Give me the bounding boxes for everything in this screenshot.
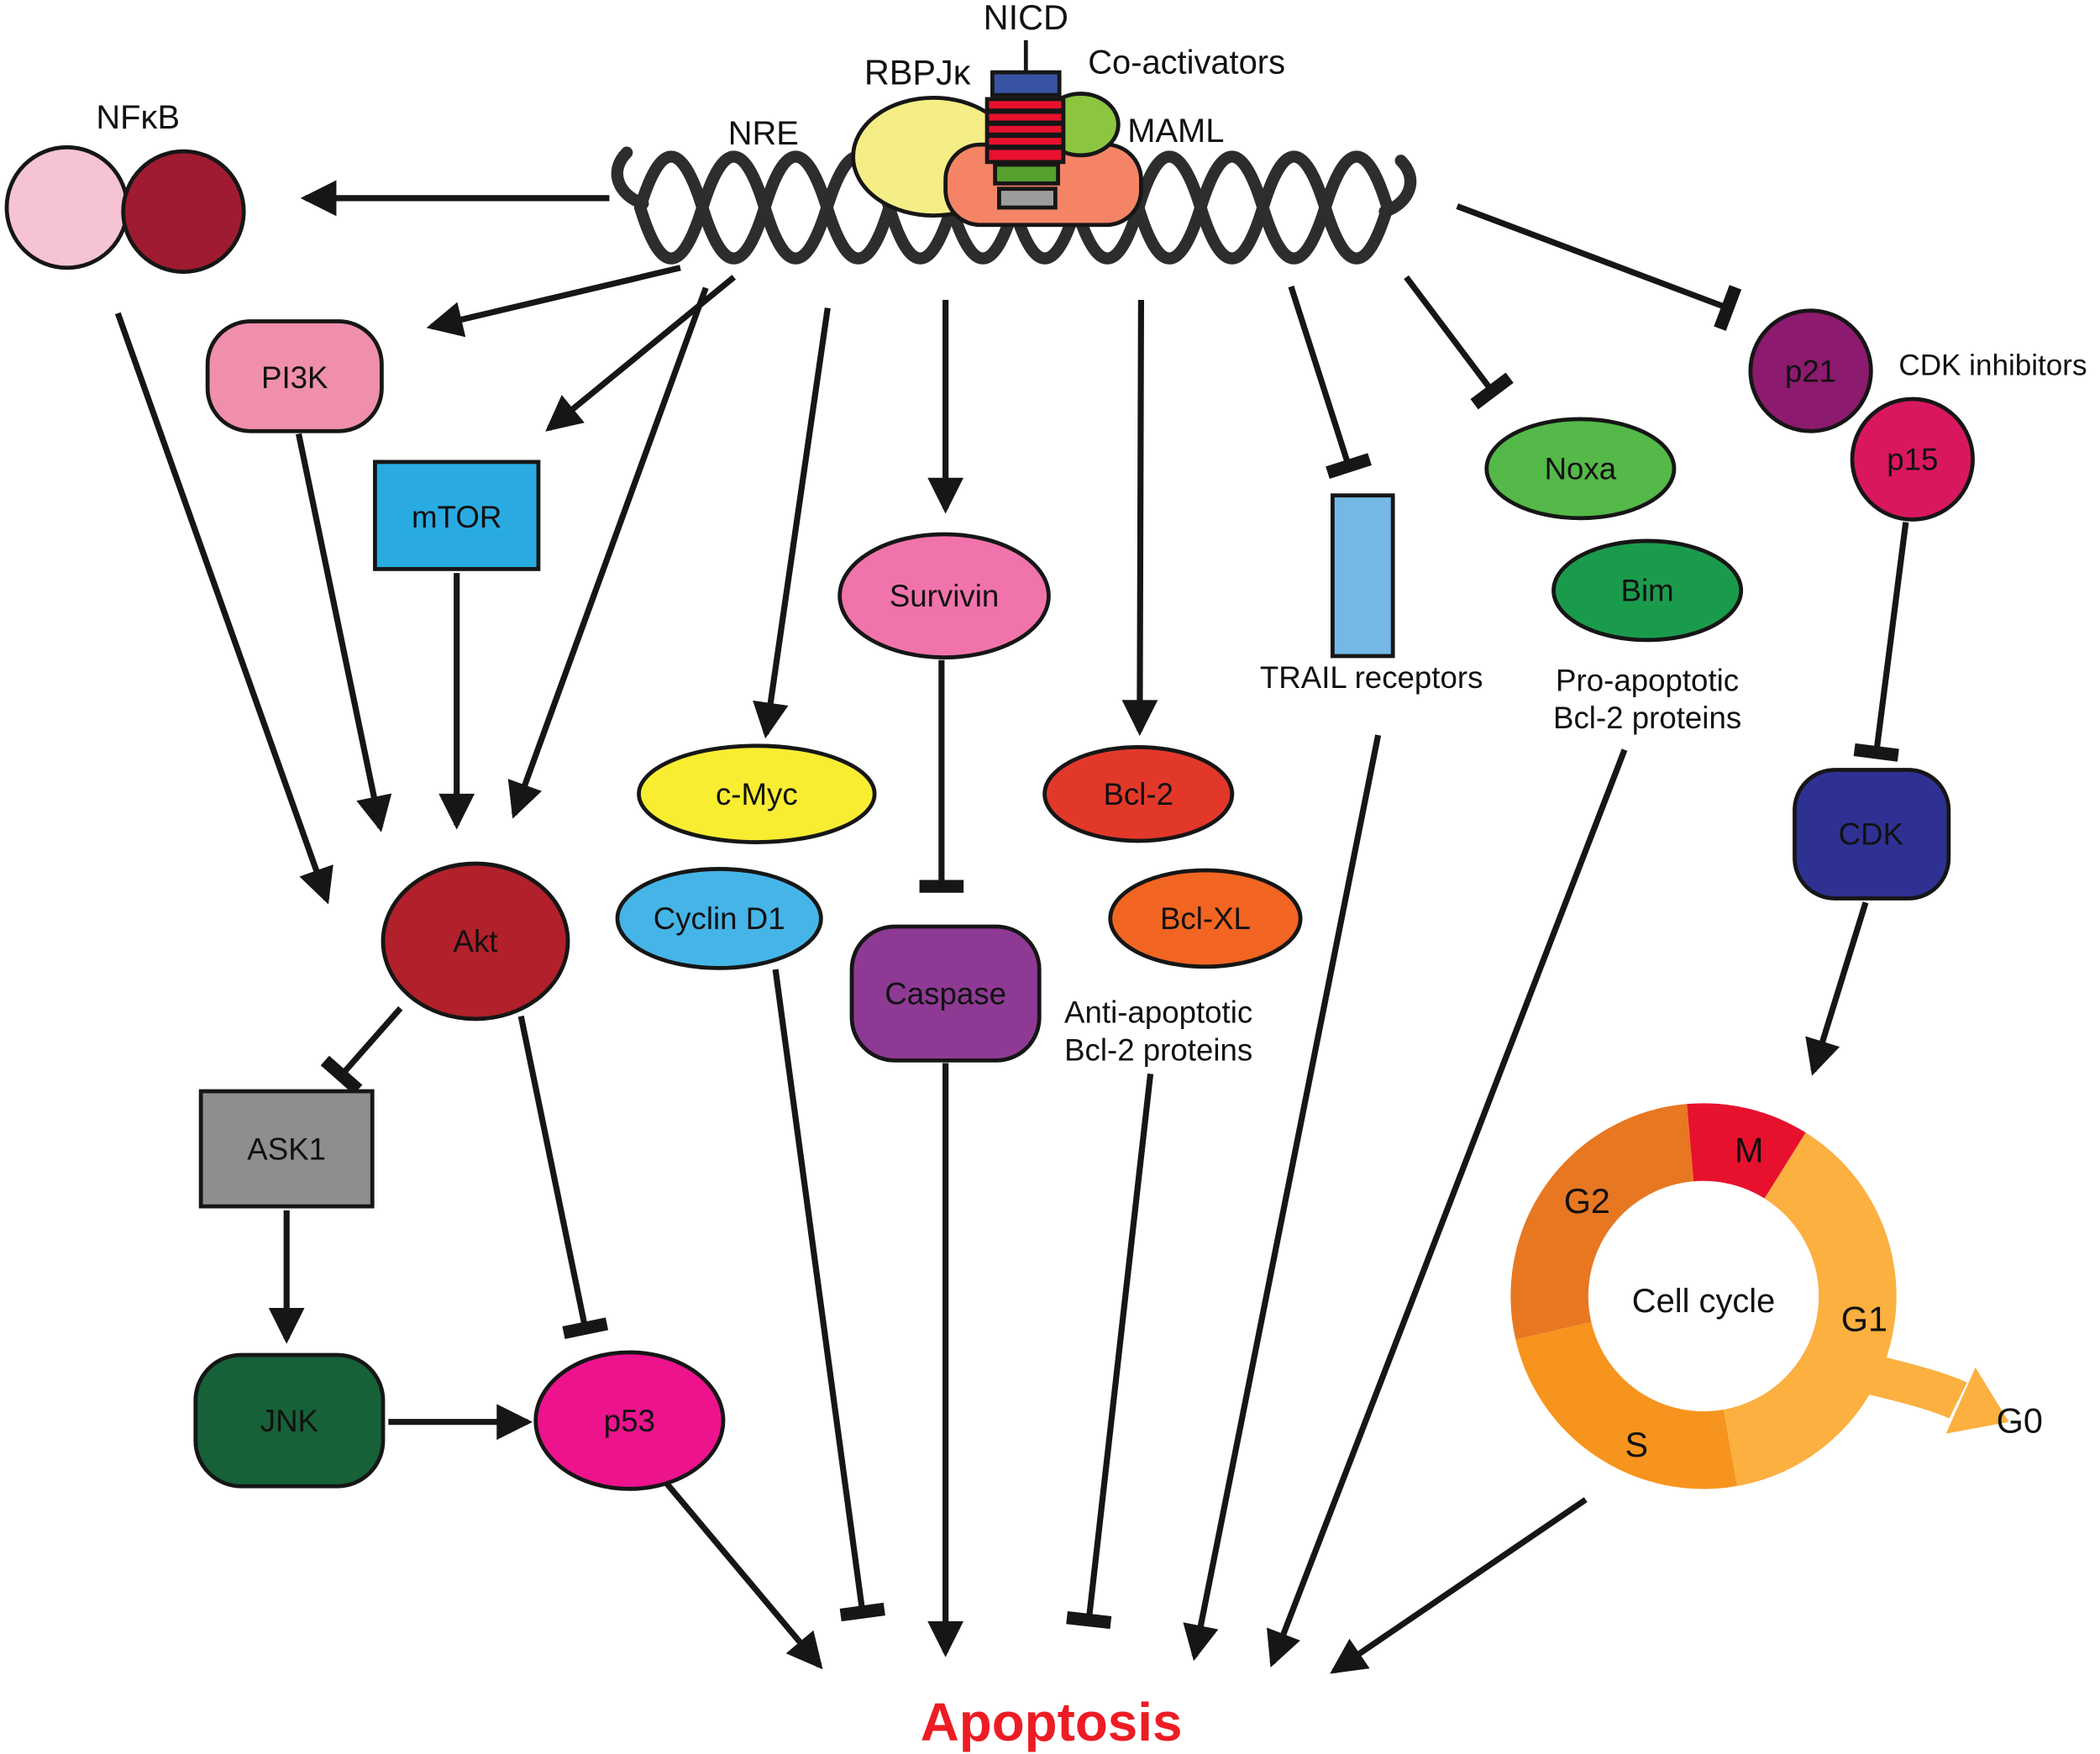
cdk-label: CDK — [1839, 817, 1904, 852]
dna-curl-left-icon — [611, 146, 649, 210]
arrow-nfkb-to-akt — [114, 312, 333, 905]
caspase-node: Caspase — [849, 924, 1042, 1063]
p15-label: p15 — [1887, 442, 1938, 476]
inhibit-akt-to-ask1 — [320, 1006, 403, 1095]
connectors — [114, 180, 1909, 1674]
cell-cycle-phase-g1: G1 — [1841, 1299, 1887, 1338]
trail-receptors-label: TRAIL receptors — [1260, 660, 1483, 695]
arrow-cellcycle-to-apoptosis — [1330, 1497, 1588, 1674]
arrow-dna-to-cmyc — [753, 307, 831, 739]
nicd-label: NICD — [984, 0, 1068, 37]
arrow-dna-to-pi3k — [426, 265, 681, 338]
ask1-node: ASK1 — [198, 1089, 375, 1209]
inhibit-p15-to-cdk — [1853, 522, 1909, 762]
caspase-label: Caspase — [885, 976, 1006, 1011]
bim-node: Bim — [1551, 538, 1744, 643]
trail-receptors-node: TRAIL receptors — [1260, 493, 1483, 695]
cell-cycle-phase-m: M — [1735, 1131, 1764, 1170]
p15-node: p15 — [1850, 396, 1975, 522]
p53-label: p53 — [604, 1404, 655, 1438]
arrow-dna-to-mtor — [545, 275, 736, 432]
cell-cycle-phase-g2: G2 — [1564, 1181, 1610, 1221]
inhibit-dna-to-noxa — [1404, 275, 1514, 410]
nre-label: NRE — [728, 115, 799, 152]
cyclin-d1-node: Cyclin D1 — [615, 867, 823, 970]
arrow-dna-to-bcl2 — [1121, 300, 1158, 737]
survivin-label: Survivin — [890, 579, 999, 613]
nicd-gray-segment — [997, 186, 1058, 210]
cell-cycle-phase-s: S — [1625, 1425, 1649, 1464]
arrow-dna-to-akt — [507, 286, 709, 819]
arrow-pi3k-to-akt — [296, 433, 392, 832]
arrow-proapoptotic-to-apoptosis — [1267, 748, 1628, 1668]
co-activators-label: Co-activators — [1088, 45, 1285, 81]
pro-apoptotic-caption-line1: Pro-apoptotic — [1556, 663, 1739, 697]
survivin-node: Survivin — [837, 532, 1051, 659]
bcl-xl-label: Bcl-XL — [1160, 901, 1251, 936]
transcription-complex: NICD RBPJκ Co-activators NRE MAML — [728, 0, 1285, 228]
akt-label: Akt — [454, 924, 498, 958]
anti-apoptotic-caption-line2: Bcl-2 proteins — [1064, 1032, 1252, 1067]
arrow-p53-to-apoptosis — [663, 1480, 823, 1670]
nfkb-subunit-dark-shape — [121, 149, 246, 274]
c-myc-node: c-Myc — [637, 743, 877, 844]
cell-cycle-diagram: Cell cycle M G2 G1 S G0 — [1510, 1103, 2043, 1489]
arrow-trail-to-apoptosis — [1183, 734, 1382, 1662]
jnk-label: JNK — [260, 1404, 319, 1438]
jnk-node: JNK — [193, 1352, 386, 1489]
inhibit-antiapoptotic-to-apoptosis — [1066, 1073, 1154, 1630]
inhibit-akt-to-p53 — [517, 1016, 609, 1339]
noxa-label: Noxa — [1545, 452, 1617, 486]
cell-cycle-phase-g0: G0 — [1997, 1400, 2043, 1440]
pro-apoptotic-caption: Pro-apoptotic Bcl-2 proteins — [1553, 663, 1741, 735]
cyclin-d1-label: Cyclin D1 — [654, 901, 785, 936]
dna-curl-right-icon — [1378, 155, 1417, 218]
g0-exit-arrow-tail — [1828, 1346, 1967, 1419]
g0-exit-arrow-head — [1945, 1367, 2009, 1434]
bim-label: Bim — [1621, 574, 1674, 608]
mtor-label: mTOR — [412, 500, 501, 534]
anti-apoptotic-caption-line1: Anti-apoptotic — [1064, 995, 1252, 1030]
mtor-node: mTOR — [373, 460, 541, 571]
maml-label: MAML — [1127, 113, 1224, 150]
cell-cycle-segment-s — [1515, 1321, 1737, 1489]
c-myc-label: c-Myc — [716, 777, 798, 811]
pi3k-node: PI3K — [205, 319, 384, 433]
p21-node: p21 — [1748, 308, 1873, 433]
noxa-node: Noxa — [1484, 417, 1677, 521]
cell-cycle-title: Cell cycle — [1632, 1283, 1776, 1320]
p53-node: p53 — [533, 1350, 726, 1491]
arrow-cdk-to-cellcycle — [1805, 901, 1869, 1076]
nfkb-label: NFκB — [96, 99, 180, 136]
pi3k-label: PI3K — [261, 360, 328, 395]
ask1-label: ASK1 — [247, 1132, 326, 1166]
bcl-xl-node: Bcl-XL — [1108, 868, 1303, 969]
bcl2-label: Bcl-2 — [1103, 777, 1173, 811]
p21-label: p21 — [1785, 354, 1836, 388]
cdk-inhibitors-label: CDK inhibitors — [1898, 349, 2087, 381]
apoptosis-label: Apoptosis — [921, 1692, 1183, 1752]
bcl2-node: Bcl-2 — [1042, 745, 1235, 843]
rbpjk-label: RBPJκ — [864, 52, 971, 92]
cell-cycle-segment-g2 — [1510, 1104, 1695, 1340]
nicd-green-segment — [993, 162, 1060, 186]
nfkb-subunit-light-shape — [4, 144, 129, 270]
akt-node: Akt — [381, 861, 570, 1021]
inhibit-cyclind1-to-apoptosis — [772, 969, 885, 1622]
cell-cycle-segment-g1 — [1722, 1132, 1897, 1486]
cell-cycle-segment-m — [1687, 1103, 1806, 1200]
nfkb-complex: NFκB — [4, 99, 246, 274]
nicd-blue-segment — [990, 70, 1062, 97]
nicd-striped-segment — [984, 97, 1066, 165]
inhibit-dna-to-p21 — [1456, 203, 1742, 331]
cdk-node: CDK — [1793, 768, 1951, 901]
pro-apoptotic-caption-line2: Bcl-2 proteins — [1553, 701, 1741, 735]
anti-apoptotic-caption: Anti-apoptotic Bcl-2 proteins — [1064, 995, 1252, 1068]
inhibit-dna-to-trail — [1288, 285, 1372, 479]
